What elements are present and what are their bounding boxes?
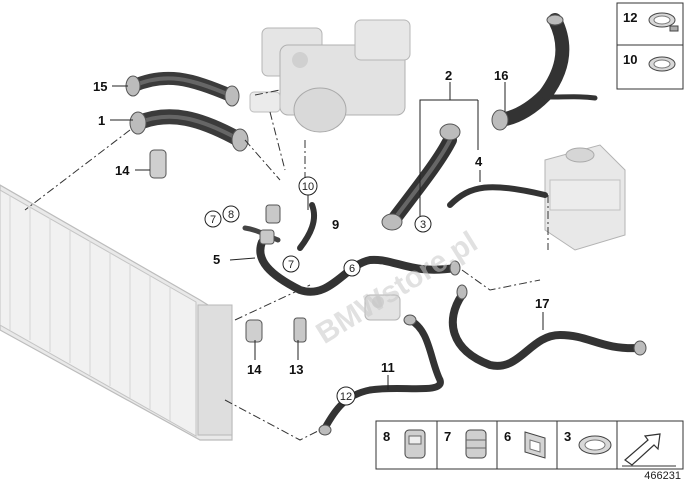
callout-4: 4 (475, 154, 483, 169)
callout-15: 15 (93, 79, 107, 94)
callout-13: 13 (289, 362, 303, 377)
legend-bottom-label-3: 3 (564, 429, 571, 444)
hose-17 (448, 291, 644, 370)
legend-bottom-label-8: 8 (383, 429, 390, 444)
callout-16: 16 (494, 68, 508, 83)
radiator (0, 184, 233, 441)
legend-bottom-label-6: 6 (504, 429, 511, 444)
clamps (125, 14, 647, 436)
connection-lines (24, 89, 549, 441)
legend-top: 12 10 (616, 2, 684, 90)
svg-text:8: 8 (228, 209, 234, 221)
clamp-10-icon (648, 56, 676, 72)
legend-bottom: 8 7 6 3 (375, 420, 684, 470)
callout-8-circle: 8 (222, 205, 240, 223)
callout-6-circle: 6 (343, 259, 361, 277)
callout-7-circle-b: 7 (282, 255, 300, 273)
legend-top-label-12: 12 (623, 10, 637, 25)
callout-11: 11 (381, 360, 395, 375)
svg-text:7: 7 (288, 259, 294, 271)
egr-module (249, 19, 411, 133)
clamp-3-icon (578, 435, 612, 455)
callout-3-circle: 3 (414, 215, 432, 233)
svg-text:12: 12 (340, 391, 352, 403)
water-pump (364, 294, 401, 321)
callout-1: 1 (98, 113, 105, 128)
callout-12-circle: 12 (336, 386, 356, 406)
callout-leaders (110, 82, 544, 390)
hose-16 (493, 13, 570, 127)
connector-7-icon (465, 429, 487, 459)
connector-8-icon (404, 429, 426, 459)
callout-2: 2 (445, 68, 452, 83)
hose-9 (297, 202, 318, 251)
callout-7-circle-a: 7 (204, 210, 222, 228)
hose-5 (256, 238, 459, 296)
hose-4 (447, 184, 548, 208)
callout-labels: 15 1 14 2 4 16 5 9 14 13 11 17 3 6 7 8 7 (93, 68, 549, 406)
clamp-12-icon (648, 12, 679, 32)
callout-5: 5 (213, 252, 220, 267)
direction-arrow-icon (622, 433, 676, 467)
svg-text:7: 7 (210, 214, 216, 226)
callout-17: 17 (535, 296, 549, 311)
diagram-id: 466231 (644, 470, 681, 482)
callout-10-circle: 10 (298, 176, 318, 196)
callout-14-top: 14 (115, 163, 130, 178)
legend-top-label-10: 10 (623, 52, 637, 67)
callout-9: 9 (332, 217, 339, 232)
callout-14-bottom: 14 (247, 362, 262, 377)
hoses (126, 13, 644, 432)
expansion-tank (544, 144, 626, 251)
svg-text:6: 6 (349, 263, 355, 275)
clip-6-icon (524, 431, 546, 459)
svg-text:3: 3 (420, 219, 426, 231)
legend-bottom-label-7: 7 (444, 429, 451, 444)
svg-text:10: 10 (302, 181, 314, 193)
